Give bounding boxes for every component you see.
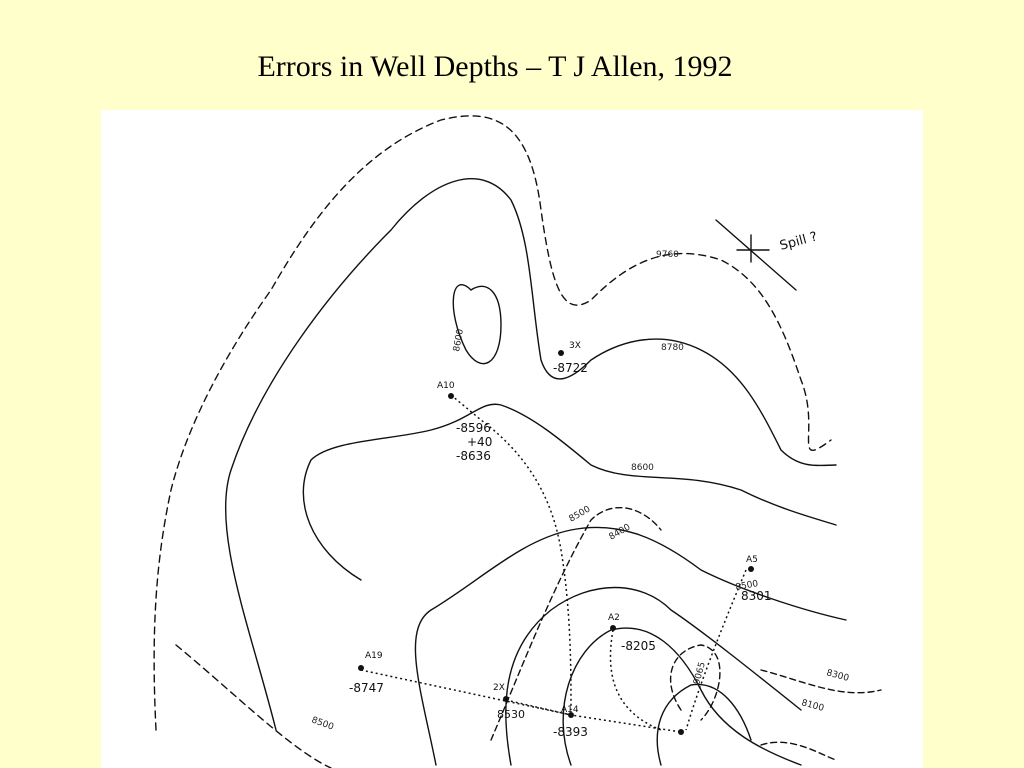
contour-lower-dashed <box>175 644 332 768</box>
contour-label: 8100 <box>800 698 825 714</box>
track-a10 <box>450 394 572 711</box>
contour-right-dashed <box>760 669 882 694</box>
contour-label: 8780 <box>661 343 684 353</box>
contour-map-drawing: Spill ? 9760 8780 8600 8600 8500 8400 85… <box>153 115 882 768</box>
track-a2 <box>609 629 662 731</box>
contour-map: Spill ? 9760 8780 8600 8600 8500 8400 85… <box>101 110 923 768</box>
well-marker-bottom <box>678 729 684 735</box>
contour-label: 8600 <box>452 328 466 353</box>
well-depth: 8301 <box>741 589 772 603</box>
well-marker-a2 <box>610 625 616 631</box>
track-a19 <box>360 669 572 716</box>
well-name: 2X <box>493 683 505 693</box>
well-depth: -8636 <box>456 449 491 463</box>
well-marker-3x <box>558 350 564 356</box>
well-name: A5 <box>746 555 758 565</box>
well-name: A14 <box>561 705 579 715</box>
spill-line <box>715 219 797 291</box>
contour-label: 8600 <box>631 463 654 473</box>
contour-label: 9760 <box>656 250 679 260</box>
well-depth: -8747 <box>349 681 384 695</box>
well-depth: -8205 <box>621 639 656 653</box>
well-marker-2x <box>503 696 509 702</box>
contour-lower-3 <box>562 627 802 766</box>
contour-outer-dashed <box>153 115 832 731</box>
contour-bottom-right-dashed <box>760 741 837 761</box>
well-name: A2 <box>608 613 620 623</box>
contour-inner-2 <box>302 403 837 581</box>
contour-lower-2 <box>505 586 802 766</box>
well-depth: 8530 <box>497 708 525 721</box>
well-name: A19 <box>365 651 383 661</box>
track-a5 <box>685 569 747 731</box>
well-depth: -8722 <box>553 361 588 375</box>
well-marker-a14 <box>568 712 574 718</box>
contour-inner-1 <box>224 178 837 731</box>
contour-deep-dashed <box>670 644 721 721</box>
well-marker-a10 <box>448 393 454 399</box>
slide-title: Errors in Well Depths – T J Allen, 1992 <box>257 50 733 83</box>
contour-label: 8500 <box>310 715 335 732</box>
well-marker-a5 <box>748 566 754 572</box>
contour-label: 8500 <box>568 504 593 524</box>
well-name: 3X <box>569 341 581 351</box>
contour-label: 8500 <box>735 579 760 593</box>
contour-lower-1 <box>414 526 847 766</box>
spill-cross <box>736 234 770 263</box>
spill-label: Spill ? <box>778 229 819 253</box>
well-depth: +40 <box>467 435 492 449</box>
contour-closed-high <box>452 284 502 365</box>
contour-label: 8400 <box>608 522 633 542</box>
contour-lower-4 <box>656 683 752 766</box>
contour-lower-dashed-2 <box>490 506 662 741</box>
contour-label: 8300 <box>825 668 850 684</box>
well-marker-a19 <box>358 665 364 671</box>
well-depth: -8596 <box>456 421 491 435</box>
well-name: A10 <box>437 381 455 391</box>
well-depth: -8393 <box>553 725 588 739</box>
